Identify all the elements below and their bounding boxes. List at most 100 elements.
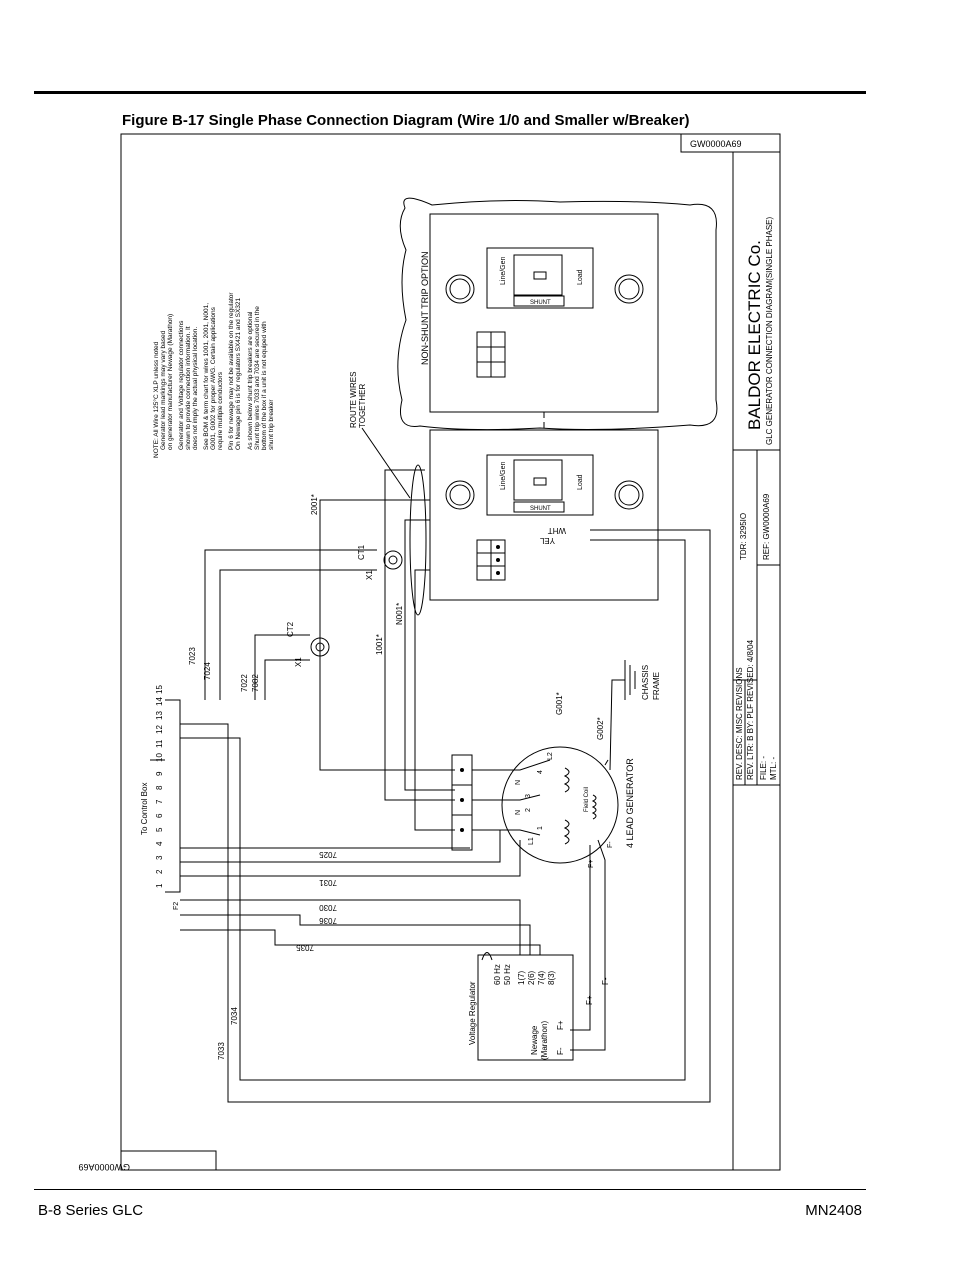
control-term-13: 13 — [155, 711, 164, 720]
breaker-knockout-2 — [614, 480, 644, 510]
reg-wire-fp: F+ — [585, 995, 594, 1005]
reg-marathon: (Marathon) — [540, 1021, 549, 1060]
route-label-1: ROUTE WIRES — [349, 372, 358, 428]
control-block-label: F2 — [173, 902, 180, 910]
non-shunt-label: NON-SHUNT TRIP OPTION — [420, 251, 430, 365]
tb-mtl: MTL: - — [769, 757, 778, 780]
gen-Fm: F- — [607, 841, 614, 848]
tb-ref: REF: GW0000A69 — [762, 493, 771, 560]
note-line: On Newage pin 6 is for regulators SX421 … — [235, 297, 242, 450]
note-line: Pin 6 for newage may not be available on… — [228, 292, 235, 450]
wire-7022: 7022 — [240, 674, 249, 692]
code-box-bottom — [120, 1150, 217, 1171]
control-term-4: 4 — [155, 841, 164, 846]
control-terminal-strip — [165, 699, 181, 893]
shunt-label-box — [513, 501, 565, 513]
reg-newage: Newage — [530, 1025, 539, 1055]
route-label-2: TOGETHER — [358, 383, 367, 428]
wire-2001: 2001* — [310, 494, 319, 515]
voltage-regulator — [477, 954, 574, 1061]
generator — [501, 746, 619, 864]
control-term-5: 5 — [155, 827, 164, 832]
generator-label: 4 LEAD GENERATOR — [625, 758, 635, 848]
reg-wire-fm: F- — [601, 977, 610, 985]
reg-pin-4: 8(3) — [547, 970, 556, 985]
gen-Fp: F+ — [588, 860, 595, 868]
non-shunt-enclosure — [429, 213, 659, 413]
wire-7030: 7030 — [319, 903, 337, 912]
company-name: BALDOR ELECTRIC Co. — [745, 240, 764, 430]
chassis-2: FRAME — [652, 672, 661, 700]
control-term-1: 1 — [155, 883, 164, 888]
footer-left: B-8 Series GLC — [38, 1202, 144, 1219]
field-coil-label: Field Coil — [584, 787, 590, 812]
note-line: As shown below shunt trip breakers are o… — [247, 311, 254, 450]
reg-fp: F+ — [556, 1020, 565, 1030]
drawing-title: GLC GENERATOR CONNECTION DIAGRAM(SINGLE … — [765, 216, 774, 445]
gen-t1: 1 — [537, 826, 544, 830]
ct2-label: CT2 — [286, 621, 295, 637]
note-line: Generator lead markings may vary based — [160, 330, 167, 450]
control-term-15: 15 — [155, 685, 164, 694]
tb-tdr: TDR: 3295IO — [739, 513, 748, 560]
wht-label: WHT — [548, 526, 566, 535]
tb-rev-ltr: REV. LTR: B BY: PLF REVISED: 4/8/04 — [746, 639, 755, 780]
code-top: GW0000A69 — [690, 139, 742, 149]
note-line: bottom of the box if a unit is not equip… — [261, 321, 268, 450]
ns-breaker-load: Load — [577, 269, 584, 285]
control-term-2: 2 — [155, 869, 164, 874]
route-ellipse — [409, 464, 427, 616]
note-line: require multiple conductors — [217, 371, 224, 450]
note-line: Shunt trip wires 7033 and 7034 are secur… — [254, 306, 261, 450]
wire-7031: 7031 — [319, 878, 337, 887]
wire-G001: G001* — [555, 692, 564, 715]
wire-7023: 7023 — [188, 647, 197, 665]
gen-t4: 4 — [537, 770, 544, 774]
reg-pin-2: 2(6) — [527, 970, 536, 985]
reg-pin-3: 7(4) — [537, 970, 546, 985]
control-term-8: 8 — [155, 785, 164, 790]
control-box-label: To Control Box — [140, 783, 149, 835]
wire-G002: G002* — [596, 717, 605, 740]
regulator-name: Voltage Regulator — [468, 981, 477, 1045]
reg-50hz: 50 Hz — [503, 964, 512, 985]
terminal-board — [451, 754, 473, 851]
chassis-1: CHASSIS — [641, 665, 650, 700]
gen-L1: L1 — [528, 837, 535, 845]
ct1-label: CT1 — [357, 544, 366, 560]
wire-7033: 7033 — [217, 1042, 226, 1060]
ct1-x1: X1 — [365, 570, 374, 580]
ct1 — [383, 550, 403, 570]
top-rule — [34, 91, 866, 94]
breaker-load: Load — [577, 474, 584, 490]
control-term-14: 14 — [155, 697, 164, 706]
breaker-shunt: SHUNT — [530, 506, 551, 512]
notes: NOTE: All Wire 125°C XLP unless noted Ge… — [152, 292, 275, 458]
breaker-body — [486, 454, 594, 516]
wire-1001: 1001* — [375, 634, 384, 655]
bottom-rule — [34, 1189, 866, 1190]
wire-N001: N001* — [395, 603, 404, 625]
wire-7024: 7024 — [203, 662, 212, 680]
figure-title: Figure B-17 Single Phase Connection Diag… — [122, 112, 690, 129]
note-line: NOTE: All Wire 125°C XLP unless noted — [152, 341, 160, 458]
non-shunt-cloud — [397, 197, 718, 431]
yel-label: YEL — [539, 536, 555, 545]
breaker-line-gen: Line/Gen — [500, 461, 507, 490]
note-line: does not imply the actual physical locat… — [192, 327, 199, 450]
note-line: See BOM & term chart for wires 1001, 200… — [203, 303, 210, 450]
wire-7036: 7036 — [319, 916, 337, 925]
wire-7082: 7082 — [251, 674, 260, 692]
note-line: Generator and Voltage regulator connecti… — [178, 320, 185, 450]
gen-L2: L2 — [547, 752, 554, 760]
code-bottom: GW0000A69 — [78, 1162, 130, 1172]
gen-N1: N — [515, 810, 522, 815]
control-term-6: 6 — [155, 813, 164, 818]
control-term-3: 3 — [155, 855, 164, 860]
note-line: G001, G002 for proper AWG. Certain appli… — [210, 306, 217, 450]
tb-rev-desc: REV. DESC: MISC REVISIONS — [735, 667, 744, 780]
note-line: shown to provide connection information.… — [185, 326, 192, 450]
gen-t3: 3 — [525, 794, 532, 798]
wire-7035: 7035 — [296, 943, 314, 952]
